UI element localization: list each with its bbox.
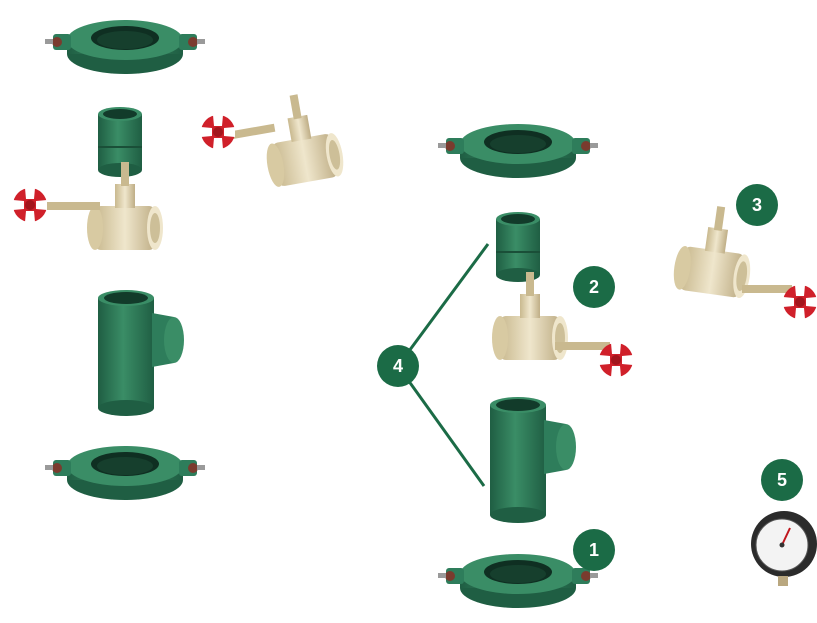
- pressure-gauge-item-5: [751, 511, 817, 586]
- leader-line-to-tee: [396, 365, 486, 487]
- callout-label-5: 5: [777, 470, 787, 490]
- callout-label-4: 4: [393, 356, 403, 376]
- left-assembly: [13, 20, 347, 500]
- valve-item-2: [492, 272, 633, 377]
- coupling-left: [98, 107, 142, 177]
- callout-badge-2: 2: [573, 266, 615, 308]
- valve-item-3: [671, 201, 817, 319]
- callout-badge-3: 3: [736, 184, 778, 226]
- clamp-top-right: [438, 124, 598, 178]
- clamp-bottom-right: [438, 554, 598, 608]
- valve-left-lower: [13, 162, 163, 250]
- coupling-right: [496, 212, 540, 282]
- callout-label-2: 2: [589, 277, 599, 297]
- callout-label-1: 1: [589, 540, 599, 560]
- tee-right: [490, 397, 576, 523]
- callout-label-3: 3: [752, 195, 762, 215]
- clamp-top-left: [45, 20, 205, 74]
- tee-left: [98, 290, 184, 416]
- callout-badge-1: 1: [573, 529, 615, 571]
- valve-left-upper: [201, 88, 347, 189]
- clamp-bottom-left: [45, 446, 205, 500]
- right-assembly: [438, 124, 817, 608]
- callout-badge-5: 5: [761, 459, 803, 501]
- leader-line-to-coupling: [396, 243, 490, 367]
- callout-badge-4: 4: [377, 345, 419, 387]
